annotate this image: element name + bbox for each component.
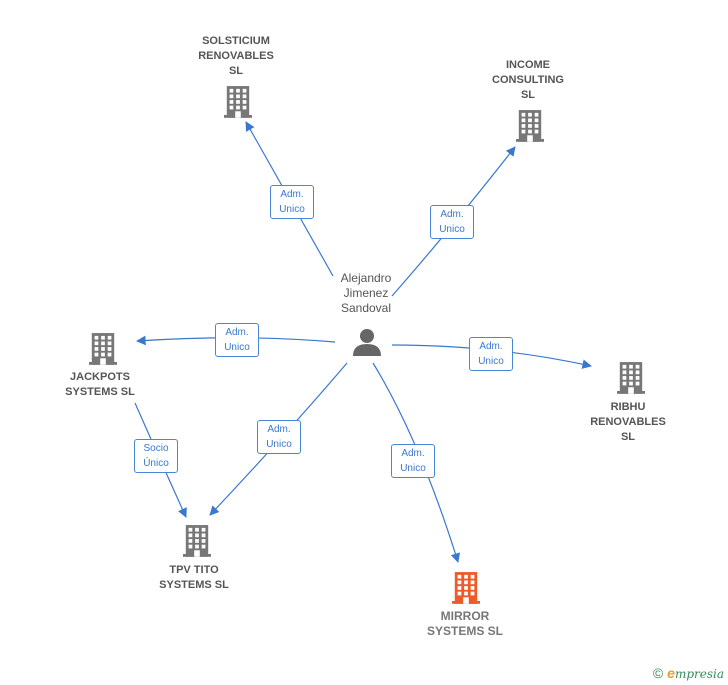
copyright-symbol: © [652, 665, 664, 681]
edge-label-to-jackpots: Adm. Unico [215, 323, 259, 357]
edge-label-to-ribhu: Adm. Unico [469, 337, 513, 371]
person-name-label[interactable]: Alejandro Jimenez Sandoval [340, 271, 392, 315]
person-icon[interactable] [353, 329, 381, 356]
brand-footer: ©empresia [653, 665, 724, 681]
income-building-icon[interactable] [516, 110, 544, 142]
company-label-tpv[interactable]: TPV TITO SYSTEMS SL [159, 564, 229, 591]
company-label-solsticium[interactable]: SOLSTICIUM RENOVABLES SL [198, 35, 274, 77]
edge-label-to-income: Adm. Unico [430, 205, 474, 239]
edge-label-to-mirror: Adm. Unico [391, 444, 435, 478]
edge-label-to-tpv: Adm. Unico [257, 420, 301, 454]
edge-label-jackpots-to-tpv: Socio Único [134, 439, 178, 473]
ribhu-building-icon[interactable] [617, 362, 645, 394]
mirror-building-icon[interactable] [452, 572, 480, 604]
company-label-income[interactable]: INCOME CONSULTING SL [492, 59, 564, 101]
tpv-building-icon[interactable] [183, 525, 211, 557]
brand-logo-text: mpresia [674, 667, 724, 681]
edge-label-to-solsticium: Adm. Unico [270, 185, 314, 219]
company-label-ribhu[interactable]: RIBHU RENOVABLES SL [590, 401, 666, 443]
brand-logo-initial: e [667, 665, 675, 681]
jackpots-building-icon[interactable] [89, 333, 117, 365]
solsticium-building-icon[interactable] [224, 86, 252, 118]
company-label-jackpots[interactable]: JACKPOTS SYSTEMS SL [65, 371, 135, 398]
company-label-mirror[interactable]: MIRROR SYSTEMS SL [426, 609, 503, 638]
